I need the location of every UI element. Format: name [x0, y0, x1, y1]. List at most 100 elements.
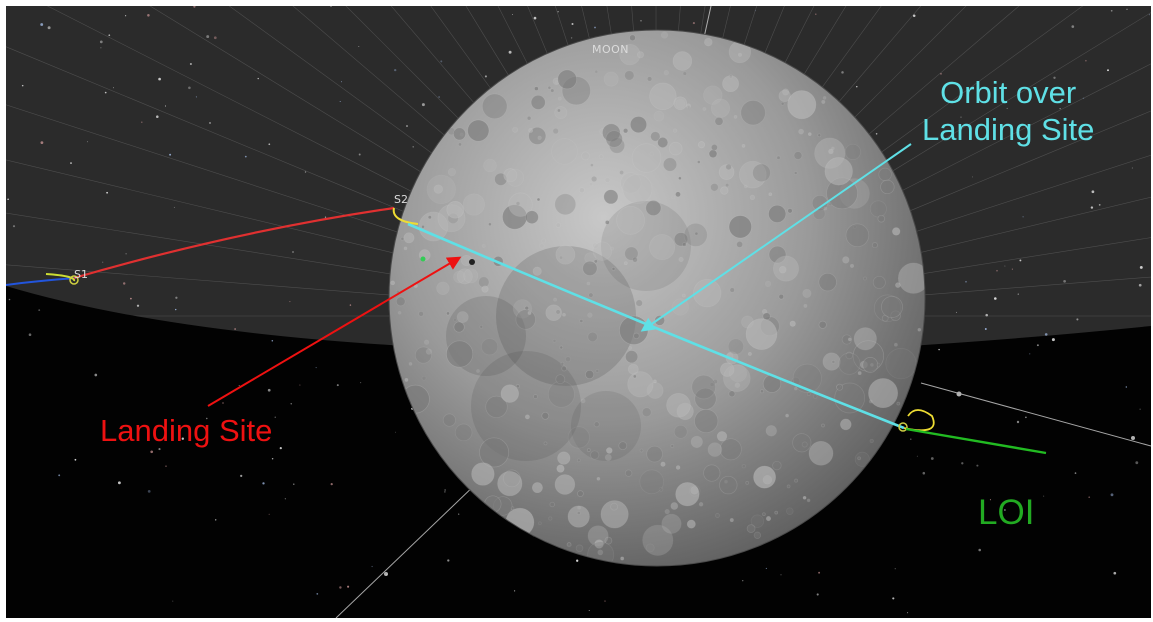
star [1025, 416, 1027, 419]
crater [579, 319, 584, 323]
crater [802, 288, 812, 298]
landing-site-marker-icon[interactable] [420, 256, 476, 266]
crater [895, 282, 901, 288]
crater [539, 243, 545, 249]
crater [512, 299, 533, 319]
star [594, 26, 596, 29]
star [421, 103, 425, 107]
star [222, 402, 224, 404]
crater [524, 305, 530, 311]
crater [403, 232, 415, 244]
crater [577, 490, 584, 497]
star [513, 590, 516, 592]
crater [734, 382, 741, 388]
s2-tag: S2 [394, 193, 408, 206]
crater [526, 115, 532, 121]
star [508, 50, 512, 54]
star [358, 45, 360, 47]
crater [693, 278, 722, 308]
crater [623, 261, 628, 266]
crater [673, 424, 688, 439]
crater [747, 351, 752, 356]
star [267, 388, 271, 392]
crater [471, 462, 495, 486]
crater [625, 350, 639, 364]
crater [586, 448, 591, 452]
crater [725, 163, 732, 171]
star [875, 133, 878, 135]
crater [421, 224, 425, 229]
crater [586, 281, 591, 286]
crater [594, 69, 599, 74]
crater [636, 51, 645, 59]
crater [500, 384, 519, 403]
star [340, 81, 343, 83]
crater [664, 508, 670, 515]
star [754, 10, 756, 12]
crater [598, 154, 604, 160]
annotation-arrows [207, 143, 912, 407]
crater [531, 482, 543, 494]
transfer-trajectory [6, 206, 395, 286]
crater [878, 167, 892, 182]
crater [786, 507, 794, 515]
star [289, 301, 291, 303]
crater [675, 191, 681, 198]
crater [782, 88, 790, 96]
crater [686, 103, 691, 109]
star [978, 548, 981, 552]
crater [668, 141, 683, 156]
crater [778, 293, 785, 300]
crater [619, 43, 641, 66]
crater [802, 495, 807, 500]
star [108, 34, 111, 37]
crater [657, 136, 669, 149]
crater [765, 516, 772, 522]
crater [534, 86, 539, 91]
crater [844, 143, 861, 160]
star [181, 437, 184, 440]
crater [528, 126, 547, 145]
star [1139, 408, 1141, 410]
orbit-label-line2: Landing Site [922, 112, 1095, 148]
crater [774, 510, 779, 515]
crater [533, 394, 538, 399]
crater [847, 337, 852, 342]
crater [729, 287, 735, 293]
crater [649, 234, 676, 261]
crater [561, 365, 568, 372]
crater [653, 379, 657, 384]
crater [446, 311, 450, 316]
crater [454, 423, 473, 442]
star [640, 19, 642, 22]
crater [862, 357, 879, 373]
crater [686, 519, 696, 529]
crater [397, 310, 402, 315]
crater [690, 486, 699, 495]
crater [872, 275, 886, 289]
crater [545, 304, 562, 322]
spacecraft-marker-icon[interactable] [69, 275, 79, 285]
crater [600, 500, 629, 529]
star [765, 567, 767, 569]
star [262, 482, 265, 485]
crater [740, 100, 766, 126]
star [136, 304, 140, 307]
crater [787, 90, 817, 120]
star [916, 455, 918, 457]
crater [639, 469, 664, 495]
star [1126, 8, 1128, 10]
space-scene[interactable] [6, 6, 1151, 618]
star [169, 153, 172, 156]
star [972, 176, 973, 178]
crater [576, 511, 581, 515]
crater [853, 327, 877, 351]
star [125, 253, 127, 255]
crater [715, 513, 720, 518]
crater [671, 195, 676, 200]
moon-globe[interactable] [388, 29, 929, 568]
crater [538, 521, 542, 526]
crater [476, 369, 480, 373]
landing-site-label: Landing Site [100, 413, 273, 448]
